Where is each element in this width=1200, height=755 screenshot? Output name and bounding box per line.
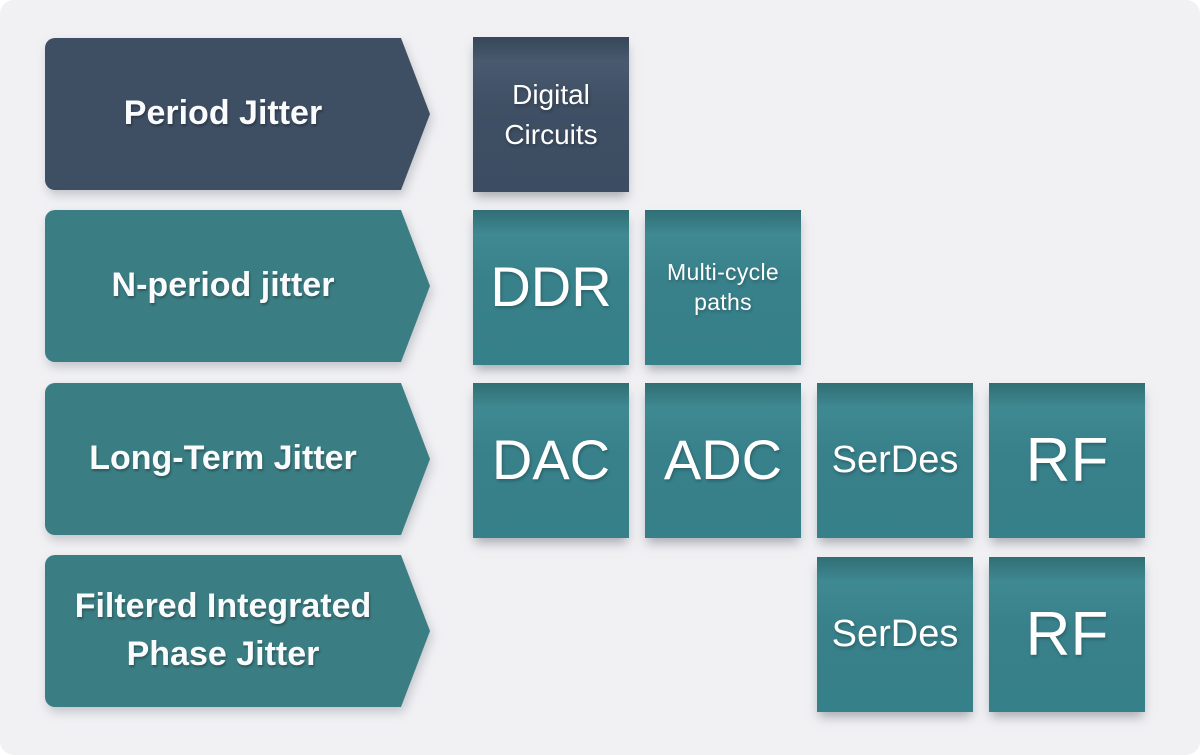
tile-adc: ADC	[645, 383, 801, 538]
arrow-label: Filtered Integrated Phase Jitter	[74, 587, 372, 673]
arrow-long-term-jitter: Long-Term Jitter	[45, 383, 430, 535]
tile-multi-cycle-paths: Multi-cycle paths	[645, 210, 801, 365]
tile-label: SerDes	[831, 438, 959, 481]
arrow-body: Period Jitter	[45, 38, 401, 190]
tile-label: ADC	[663, 428, 783, 492]
arrow-label: N-period jitter	[111, 266, 335, 305]
tile-label: RF	[1025, 599, 1109, 669]
tile-label: Digital Circuits	[504, 79, 598, 150]
arrow-period-jitter: Period Jitter	[45, 38, 430, 190]
arrow-tip	[401, 383, 430, 535]
tile-label: SerDes	[831, 612, 959, 655]
tile-serdes-long-term: SerDes	[817, 383, 973, 538]
arrow-n-period-jitter: N-period jitter	[45, 210, 430, 362]
arrow-tip	[401, 555, 430, 707]
arrow-body: Long-Term Jitter	[45, 383, 401, 535]
tile-digital-circuits: Digital Circuits	[473, 37, 629, 192]
tile-dac: DAC	[473, 383, 629, 538]
arrow-tip	[401, 210, 430, 362]
tile-ddr: DDR	[473, 210, 629, 365]
arrow-filtered-integrated-phase-jitter: Filtered Integrated Phase Jitter	[45, 555, 430, 707]
arrow-body: N-period jitter	[45, 210, 401, 362]
tile-rf-filtered: RF	[989, 557, 1145, 712]
tile-label: DDR	[490, 255, 612, 319]
arrow-body: Filtered Integrated Phase Jitter	[45, 555, 401, 707]
tile-label: Multi-cycle paths	[667, 258, 779, 315]
arrow-label: Long-Term Jitter	[89, 439, 357, 478]
tile-label: RF	[1025, 425, 1109, 495]
arrow-label: Period Jitter	[123, 94, 323, 133]
tile-serdes-filtered: SerDes	[817, 557, 973, 712]
arrow-tip	[401, 38, 430, 190]
tile-rf-long-term: RF	[989, 383, 1145, 538]
tile-label: DAC	[491, 428, 611, 492]
